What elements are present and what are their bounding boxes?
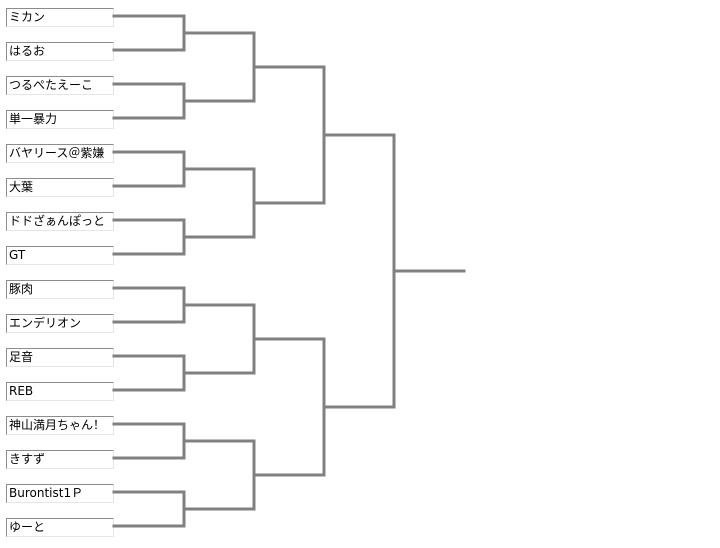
entrant-box-13: 神山満月ちゃん！	[6, 416, 114, 435]
entrant-box-11: 足音	[6, 348, 114, 367]
entrant-box-3: つるぺたえーこ	[6, 76, 114, 95]
entrant-box-5: バヤリース＠紫嫌	[6, 144, 114, 163]
entrant-box-6: 大葉	[6, 178, 114, 197]
entrant-box-12: REB	[6, 382, 114, 401]
entrant-box-8: GT	[6, 246, 114, 265]
entrant-box-2: はるお	[6, 42, 114, 61]
entrant-box-10: エンデリオン	[6, 314, 114, 333]
entrant-box-7: ドドざぁんぽっと	[6, 212, 114, 231]
bracket-lines	[112, 14, 466, 528]
entrant-box-9: 豚肉	[6, 280, 114, 299]
entrant-box-1: ミカン	[6, 8, 114, 27]
entrant-box-16: ゆーと	[6, 518, 114, 537]
entrant-box-4: 単一暴力	[6, 110, 114, 129]
entrant-box-14: きすず	[6, 450, 114, 469]
entrant-box-15: Burontist1Ｐ	[6, 484, 114, 503]
